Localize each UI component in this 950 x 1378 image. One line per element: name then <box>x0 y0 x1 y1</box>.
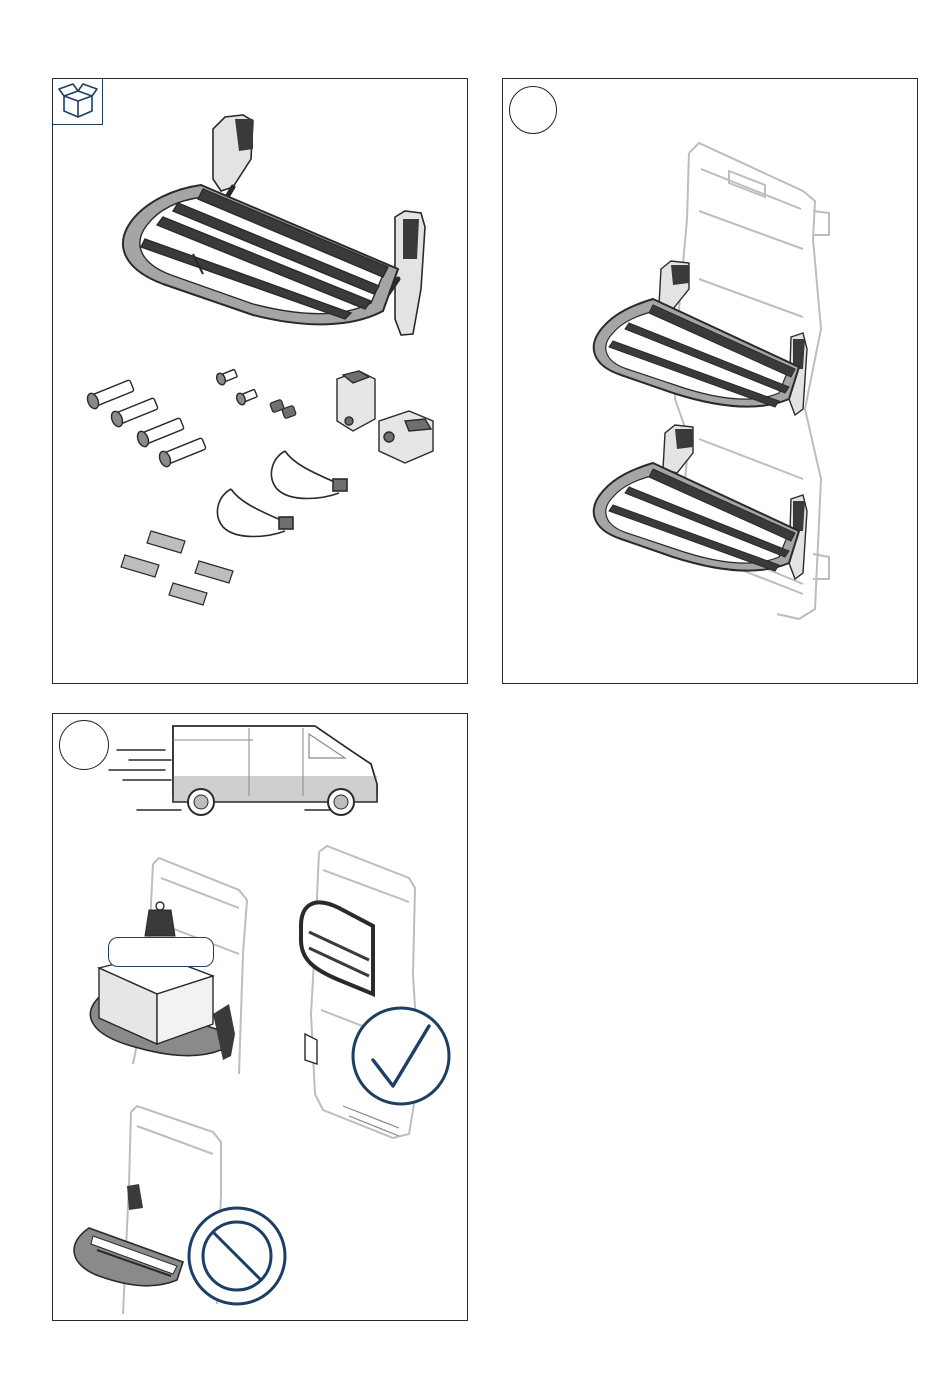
short-bolts-illustration <box>215 367 258 406</box>
straps-illustration <box>217 451 347 537</box>
mounting-blocks-illustration <box>337 371 433 463</box>
clamp-plates-illustration <box>121 531 233 605</box>
installed-steps-illustration <box>503 79 917 683</box>
kit-parts-illustration <box>53 79 467 683</box>
installed-steps-panel <box>502 78 918 684</box>
van-illustration <box>173 726 377 815</box>
upper-step-illustration <box>594 261 807 415</box>
usage-rules-panel <box>52 713 468 1321</box>
kit-contents-panel <box>52 78 468 684</box>
folding-step-illustration <box>123 115 425 335</box>
weight-limit-label <box>108 937 214 967</box>
usage-rules-illustration <box>53 714 467 1320</box>
long-bolts-illustration <box>85 378 207 468</box>
allowed-check-icon <box>353 1008 449 1104</box>
nuts-illustration <box>270 399 297 419</box>
lower-step-illustration <box>594 425 807 579</box>
prohibited-icon <box>189 1208 285 1304</box>
